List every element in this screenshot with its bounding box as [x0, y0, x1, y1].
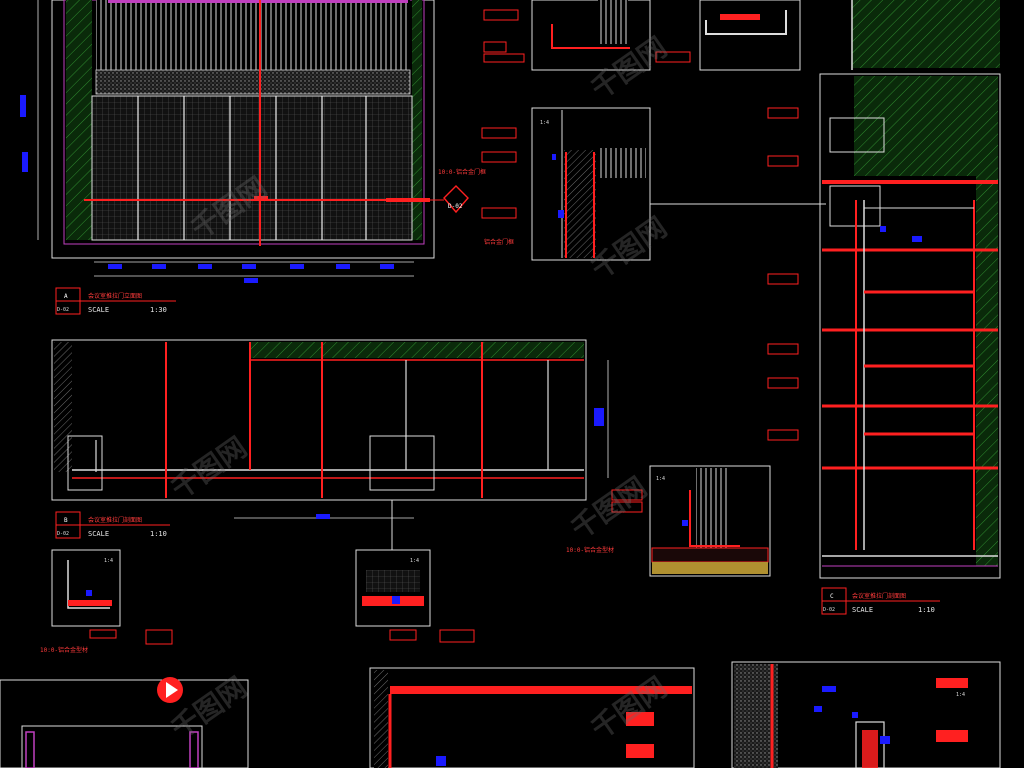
title-block-c: C D-02 会议室推拉门剖面图 SCALE 1:10	[821, 587, 940, 615]
svg-text:千图网: 千图网	[565, 471, 653, 546]
detail-4-scale: 1:4	[656, 476, 665, 482]
title-block-b: B D-02 会议室推拉门剖面图 SCALE 1:10	[55, 511, 170, 539]
detail-top-right	[655, 0, 801, 71]
title-a-sheet: D-02	[57, 307, 69, 313]
drawing-bottom-mid	[369, 667, 695, 768]
svg-text:铝合金门框: 铝合金门框	[484, 238, 514, 246]
title-b-sheet: D-02	[57, 531, 69, 537]
svg-text:千图网: 千图网	[585, 671, 673, 746]
detail-vertical-mid: 1:4 铝合金门框	[481, 107, 826, 261]
drawing-c-section	[767, 0, 1001, 579]
drawing-bottom-left	[0, 677, 249, 768]
drawing-a-elevation	[20, 0, 435, 283]
svg-text:会议室推拉门剖面图: 会议室推拉门剖面图	[88, 516, 142, 524]
svg-text:千图网: 千图网	[165, 431, 253, 506]
title-c-scale: 1:10	[918, 606, 935, 614]
svg-text:会议室推拉门剖面图: 会议室推拉门剖面图	[852, 592, 906, 600]
title-a-scale: 1:30	[150, 306, 167, 314]
detail-top-mid	[483, 0, 651, 71]
drawing-bottom-right: 1:4	[731, 661, 1001, 768]
section-marker-bubble: D-02 10:0-铝合金门框	[430, 168, 486, 214]
title-c-sheet: D-02	[823, 607, 835, 613]
title-c-id: C	[830, 593, 834, 600]
title-a-id: A	[64, 293, 68, 300]
svg-text:10:0-铝合金门框: 10:0-铝合金门框	[438, 168, 486, 176]
title-c-scale-label: SCALE	[852, 606, 873, 614]
detail-3-scale: 1:4	[540, 120, 549, 126]
detail-small-left: 1:4 10:0-铝合金型材	[40, 549, 173, 654]
svg-text:10:0-铝合金型材: 10:0-铝合金型材	[40, 646, 88, 654]
title-a-scale-label: SCALE	[88, 306, 109, 314]
title-b-scale-label: SCALE	[88, 530, 109, 538]
title-block-a: A D-02 会议室推拉门立面图 SCALE 1:30	[55, 287, 176, 315]
detail-floor: 1:4 10:0-铝合金型材	[566, 465, 771, 577]
svg-text:千图网: 千图网	[585, 211, 673, 286]
detail-5-scale: 1:4	[956, 692, 965, 698]
title-b-scale: 1:10	[150, 530, 167, 538]
section-marker-code: D-02	[448, 203, 463, 210]
detail-2-scale: 1:4	[410, 558, 419, 564]
detail-small-mid: 1:4	[355, 500, 475, 643]
svg-text:10:0-铝合金型材: 10:0-铝合金型材	[566, 546, 614, 554]
drawing-b-plan	[51, 339, 609, 519]
detail-1-scale: 1:4	[104, 558, 113, 564]
svg-text:会议室推拉门立面图: 会议室推拉门立面图	[88, 292, 142, 300]
title-b-id: B	[64, 517, 68, 524]
